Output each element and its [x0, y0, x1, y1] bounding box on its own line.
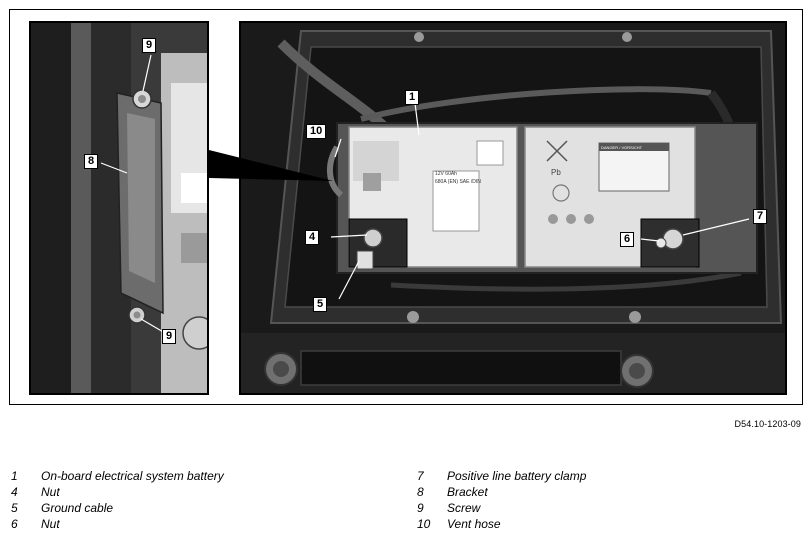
legend-item: 5 Ground cable [11, 500, 224, 516]
legend-text: Screw [447, 501, 481, 515]
legend-text: Vent hose [447, 517, 501, 531]
callout-8: 8 [84, 154, 99, 169]
legend-item: 9 Screw [417, 500, 586, 516]
callout-6: 6 [620, 232, 635, 247]
legend-text: Nut [41, 485, 60, 499]
legend-number: 7 [417, 469, 424, 483]
legend-number: 4 [11, 485, 18, 499]
legend-number: 8 [417, 485, 424, 499]
battery-lead-symbol: Pb [551, 168, 561, 177]
legend-number: 10 [417, 517, 431, 531]
callout-4: 4 [305, 230, 320, 245]
callout-9-bottom: 9 [162, 329, 177, 344]
legend-number: 1 [11, 469, 18, 483]
legend-number: 9 [417, 501, 424, 515]
legend-text: Nut [41, 517, 60, 531]
battery-spec-line2: 680A (EN) SAE /DIN [435, 179, 481, 185]
legend-item: 4 Nut [11, 484, 224, 500]
legend-right: 7 Positive line battery clamp 8 Bracket 9 S… [417, 468, 586, 532]
inset-photo-bracket [29, 21, 209, 395]
legend-text: On-board electrical system battery [41, 469, 224, 483]
legend-text: Ground cable [41, 501, 114, 515]
legend-item: 1 On-board electrical system battery [11, 468, 224, 484]
callout-5: 5 [313, 297, 328, 312]
legend-text: Positive line battery clamp [447, 469, 587, 483]
battery-warning-header: DANGER / VORSICHT [601, 145, 643, 150]
battery-spec-line1: 12V 60Ah [435, 171, 457, 177]
legend-number: 5 [11, 501, 18, 515]
inset-photo-drawing [31, 23, 207, 393]
legend-item: 8 Bracket [417, 484, 586, 500]
figure-reference: D54.10-1203-09 [734, 419, 801, 429]
legend-item: 6 Nut [11, 516, 224, 532]
callout-1: 1 [405, 90, 420, 105]
main-photo-drawing: 12V 60Ah 680A (EN) SAE /DIN Pb DANGER / … [241, 23, 785, 393]
legend-number: 6 [11, 517, 18, 531]
legend-item: 7 Positive line battery clamp [417, 468, 586, 484]
main-photo-battery: 12V 60Ah 680A (EN) SAE /DIN Pb DANGER / … [239, 21, 787, 395]
callout-9-top: 9 [142, 38, 157, 53]
legend-text: Bracket [447, 485, 488, 499]
callout-7: 7 [753, 209, 768, 224]
callout-10: 10 [306, 124, 327, 139]
legend-item: 10 Vent hose [417, 516, 586, 532]
